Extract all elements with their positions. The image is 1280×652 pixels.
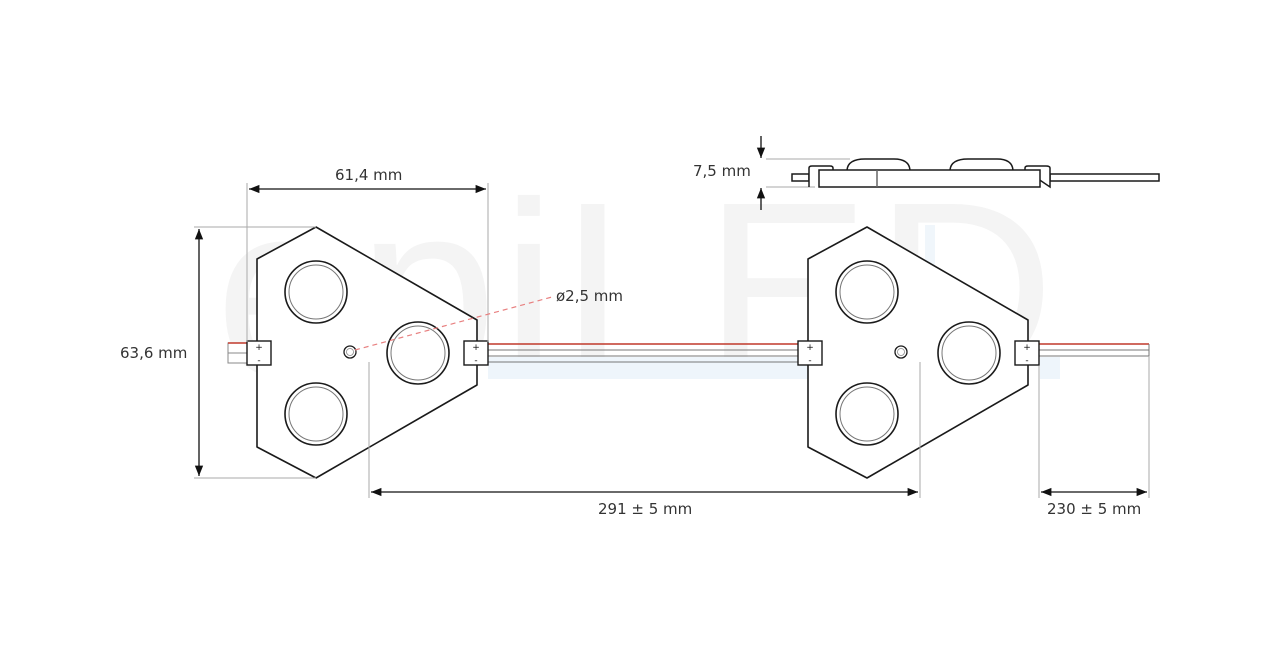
- hole-dimension-label: ø2,5 mm: [556, 287, 624, 305]
- pitch-dimension-label: 291 ± 5 mm: [598, 500, 693, 518]
- interconnect-wires: [488, 343, 799, 363]
- extension-lines: [194, 158, 1150, 498]
- width-dimension-label: 61,4 mm: [335, 166, 403, 184]
- lead-dimension-label: 230 ± 5 mm: [1047, 500, 1142, 518]
- thickness-dimension-label: 7,5 mm: [693, 162, 751, 180]
- led-module-right: [539, 226, 1040, 479]
- dimension-lines: [194, 136, 1147, 497]
- left-lead-wires: [227, 342, 248, 364]
- right-lead-wires: [1039, 343, 1150, 357]
- height-dimension-label: 63,6 mm: [120, 344, 188, 362]
- hole-leader-line: [354, 296, 553, 351]
- side-view: [791, 158, 1160, 189]
